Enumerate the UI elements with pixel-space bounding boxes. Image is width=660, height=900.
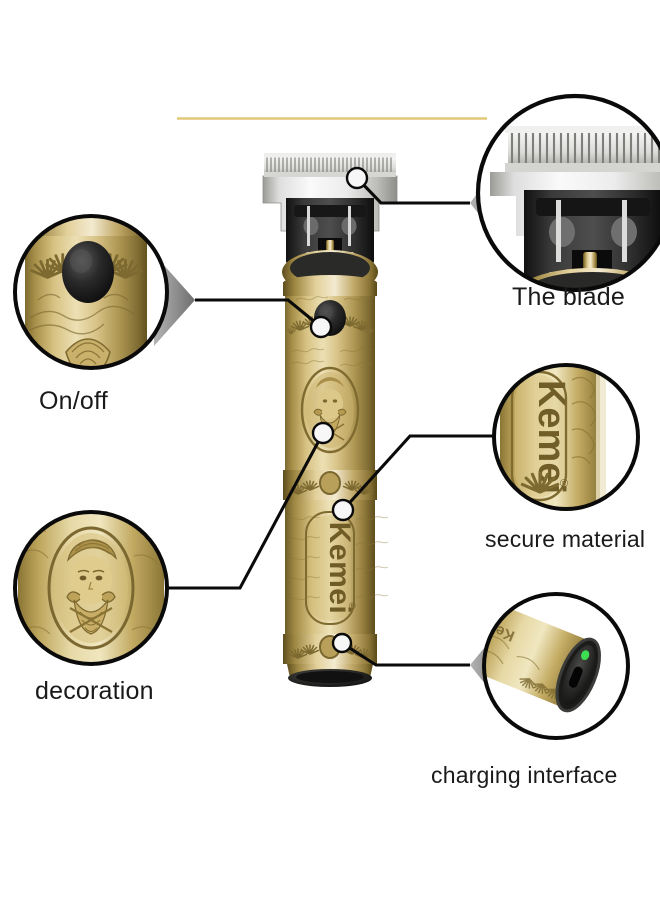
brand-wordmark: Kemei bbox=[323, 522, 356, 615]
brand-registered: ® bbox=[349, 601, 356, 611]
lower-barrel: Kemei ® bbox=[285, 500, 389, 650]
callout-circle-decoration bbox=[13, 510, 169, 666]
leader-onoff bbox=[195, 298, 322, 329]
dot-blade bbox=[345, 166, 369, 190]
callout-circle-blade bbox=[475, 93, 660, 293]
decoration-medallion-zoom bbox=[47, 526, 135, 650]
leader-charging bbox=[341, 641, 470, 667]
bottom-ring bbox=[283, 634, 377, 664]
leader-lines bbox=[160, 176, 497, 667]
leader-secure bbox=[341, 434, 497, 512]
product-trimmer: Kemei ® bbox=[262, 153, 398, 687]
callout-label-decoration: decoration bbox=[35, 677, 154, 705]
mid-ring bbox=[283, 470, 377, 500]
dot-secure bbox=[331, 498, 355, 522]
callout-label-onoff: On/off bbox=[39, 387, 108, 415]
indicator-hole bbox=[319, 471, 341, 495]
callout-circle-secure: Kemei ® bbox=[492, 363, 640, 511]
callout-label-blade: The blade bbox=[512, 283, 625, 311]
callout-circle-onoff bbox=[13, 214, 169, 370]
svg-text:®: ® bbox=[560, 478, 568, 490]
charging-end-cap bbox=[287, 664, 373, 687]
brand-wordmark-zoom: Kemei bbox=[530, 380, 572, 494]
callout-label-secure-material: secure material bbox=[485, 526, 646, 552]
callout-label-charging-interface: charging interface bbox=[431, 762, 618, 788]
leader-dots bbox=[309, 166, 369, 654]
leader-decoration bbox=[160, 432, 325, 590]
callout-circle-charging: Kemei bbox=[482, 592, 630, 740]
dot-decoration bbox=[311, 421, 335, 445]
brand-plate bbox=[305, 511, 355, 625]
power-button-zoom bbox=[62, 241, 114, 303]
blade-teeth bbox=[264, 153, 396, 177]
dot-charging bbox=[331, 632, 353, 654]
leader-blade bbox=[355, 176, 470, 205]
dot-onoff bbox=[309, 315, 333, 339]
led-indicator bbox=[581, 650, 590, 661]
